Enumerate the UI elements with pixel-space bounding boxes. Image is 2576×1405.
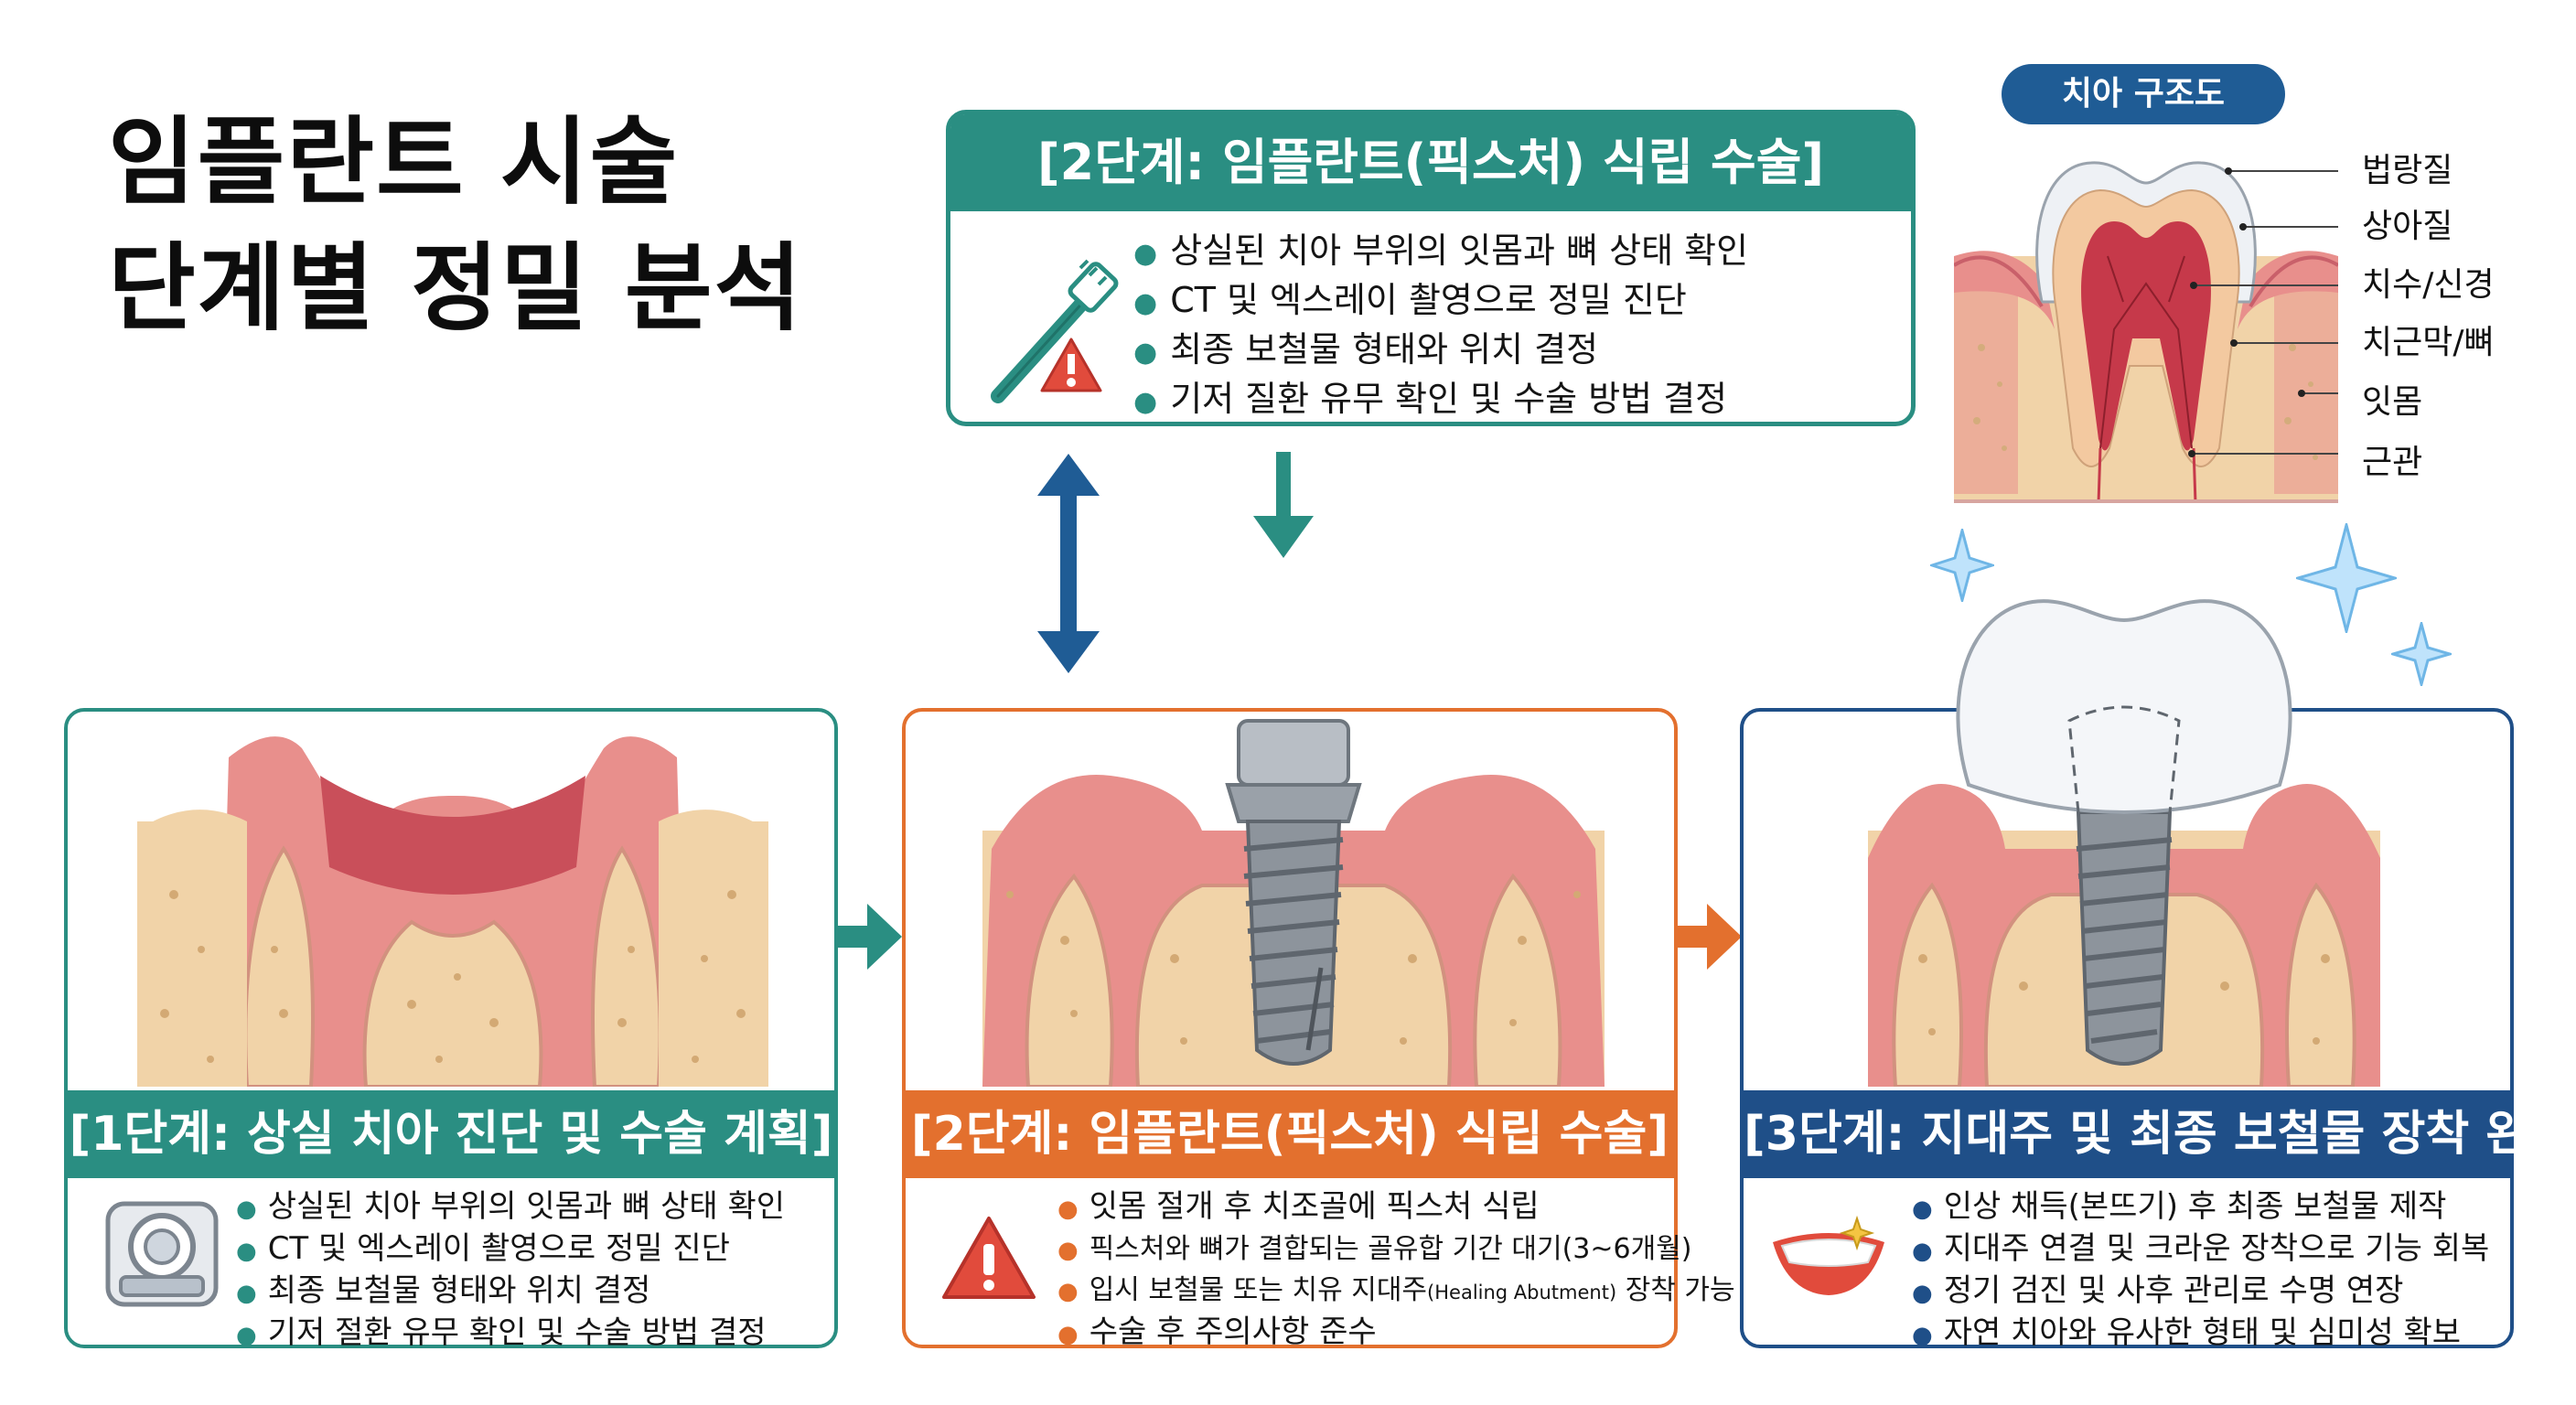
list-item: ●잇몸 절개 후 치조골에 픽스처 식립 [1057, 1188, 1540, 1225]
ct-scanner-icon [105, 1201, 219, 1307]
list-item: ●상실된 치아 부위의 잇몸과 뼈 상태 확인 [236, 1188, 786, 1225]
list-item: ●CT 및 엑스레이 촬영으로 정밀 진단 [1133, 280, 1687, 320]
crown-illustration [1868, 599, 2380, 1087]
list-item: ●인상 채득(본뜨기) 후 최종 보철물 제작 [1912, 1188, 2447, 1225]
sparkle-icon [1930, 529, 1994, 602]
label-enamel: 법랑질 [2362, 152, 2453, 189]
list-item: ●픽스처와 뼈가 결합되는 골유합 기간 대기(3~6개월) [1057, 1233, 1692, 1265]
label-pulp: 치수/신경 [2362, 266, 2495, 304]
label-root-canal: 근관 [2362, 444, 2423, 481]
double-arrow [1037, 454, 1100, 673]
title-line-1: 임플란트 시술 [108, 106, 680, 218]
list-item: ●수술 후 주의사항 준수 [1057, 1314, 1377, 1350]
list-item: ●기저 질환 유무 확인 및 수술 방법 결정 [1133, 379, 1728, 419]
missing-tooth-illustration [137, 736, 768, 1087]
tooth-structure-diagram [1954, 161, 2338, 504]
step-arrow-2 [1674, 904, 1742, 970]
list-item: ●CT 및 엑스레이 촬영으로 정밀 진단 [236, 1230, 730, 1267]
list-item: ●최종 보철물 형태와 위치 결정 [236, 1272, 651, 1309]
label-dentin: 상아질 [2362, 208, 2453, 245]
top-info-box: [2단계: 임플란트(픽스처) 식립 수술] ●상실된 치아 부위의 잇몸과 뼈… [946, 110, 1916, 426]
title-line-2: 단계별 정밀 분석 [108, 232, 804, 344]
list-item: ●입시 보철물 또는 치유 지대주(Healing Abutment) 장착 가… [1057, 1274, 1735, 1306]
list-item: ●최종 보철물 형태와 위치 결정 [1133, 329, 1599, 370]
label-gum: 잇몸 [2362, 383, 2423, 421]
top-box-heading: [2단계: 임플란트(픽스처) 식립 수술] [950, 114, 1911, 211]
label-ligament: 치근막/뼈 [2362, 324, 2495, 361]
page-title: 임플란트 시술 단계별 정밀 분석 [108, 99, 803, 351]
structure-title: 치아 구조도 [2002, 64, 2285, 124]
list-item: ●지대주 연결 및 크라운 장착으로 기능 회복 [1912, 1230, 2490, 1267]
list-item: ●상실된 치아 부위의 잇몸과 뼈 상태 확인 [1133, 231, 1749, 271]
step-arrow-1 [834, 904, 902, 970]
list-item: ●자연 치아와 유사한 형태 및 심미성 확보 [1912, 1314, 2462, 1351]
down-arrow [1253, 452, 1314, 558]
step-3-panel: [3단계: 지대주 및 최종 보철물 장착 완료] ●인상 채득(본뜨기) 후 … [1740, 523, 2576, 1351]
toothbrush-icon [991, 259, 1119, 403]
sparkle-icon [2391, 622, 2452, 686]
step-1-panel: [1단계: 상실 치아 진단 및 수술 계획] ●상실된 치아 부위의 잇몸과 … [64, 708, 838, 1351]
step-2-panel: [2단계: 임플란트(픽스처) 식립 수술] ●잇몸 절개 후 치조골에 픽스처… [902, 708, 1735, 1350]
warning-icon [942, 1217, 1036, 1299]
step-2-heading: [2단계: 임플란트(픽스처) 식립 수술] [906, 1090, 1674, 1178]
list-item: ●기저 절환 유무 확인 및 수술 방법 결정 [236, 1314, 767, 1351]
step-1-heading: [1단계: 상실 치아 진단 및 수술 계획] [68, 1090, 834, 1178]
step-3-heading: [3단계: 지대주 및 최종 보철물 장착 완료] [1744, 1090, 2576, 1178]
sparkle-icon [2296, 523, 2397, 633]
list-item: ●정기 검진 및 사후 관리로 수명 연장 [1912, 1272, 2404, 1309]
smile-icon [1773, 1215, 1884, 1295]
implant-fixture-illustration [982, 719, 1605, 1087]
